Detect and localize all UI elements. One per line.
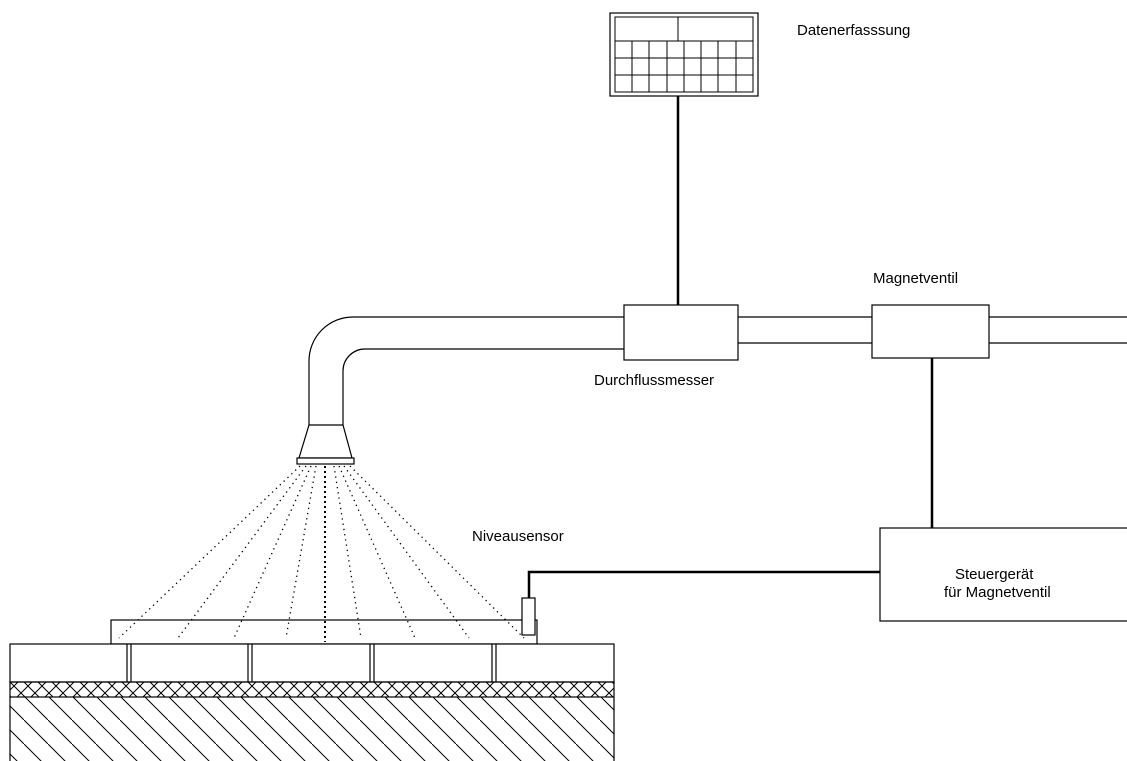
subsoil — [9, 697, 615, 761]
valve-controller — [879, 527, 1127, 622]
solenoid-valve — [871, 304, 990, 359]
controller-label-line2: für Magnetventil — [944, 584, 1051, 601]
bedding-layer — [9, 681, 615, 698]
paving-stones — [9, 643, 615, 683]
data-acquisition-keypad-grid — [615, 40, 753, 92]
level-sensor — [521, 597, 536, 636]
data-acquisition-unit — [609, 12, 759, 97]
spray-nozzle — [296, 424, 355, 465]
level-sensor-cable — [527, 570, 880, 598]
controller-label-line1: Steuergerät — [955, 566, 1034, 583]
level-sensor-label: Niveausensor — [472, 528, 564, 545]
solenoid-valve-label: Magnetventil — [873, 270, 959, 287]
flow-meter-label: Durchflussmesser — [594, 372, 715, 389]
controller-label: Steuergerät für Magnetventil — [944, 566, 1051, 602]
data-acquisition-label: Datenerfasssung — [797, 22, 911, 39]
spray-pattern — [118, 465, 525, 639]
water-pipe — [308, 316, 1127, 425]
flow-meter — [623, 304, 739, 361]
